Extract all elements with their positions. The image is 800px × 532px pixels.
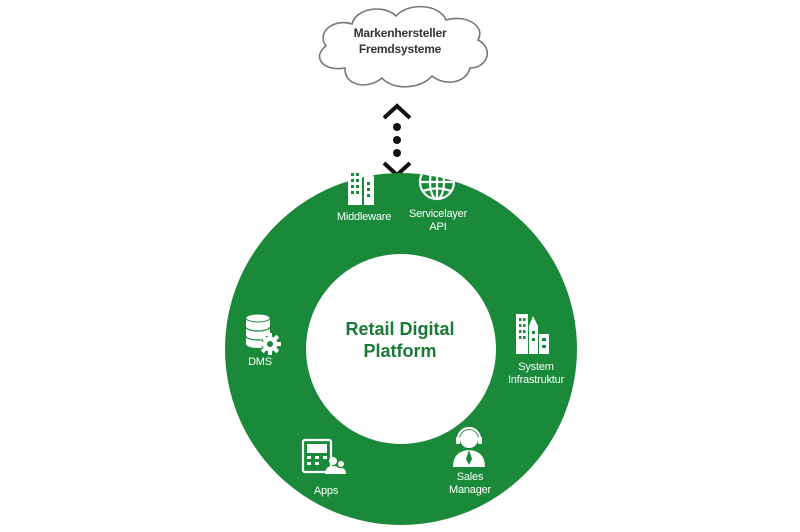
cloud-label: Markenhersteller Fremdsysteme — [330, 25, 470, 57]
database-gear-icon — [245, 313, 281, 355]
cloud-label-line: Fremdsysteme — [358, 42, 442, 56]
node-label-line: Middleware — [336, 211, 392, 223]
node-label-servicelayer: Servicelayer API — [400, 208, 476, 234]
cloud-shape — [318, 5, 489, 88]
platform-title: Retail Digital Platform — [320, 318, 480, 362]
node-label-line: Apps — [313, 485, 339, 497]
node-label-line: System — [518, 361, 554, 373]
cloud-label-line: Markenhersteller — [353, 26, 447, 40]
node-label-middleware: Middleware — [326, 211, 402, 224]
globe-icon — [418, 163, 456, 201]
buildings-icon — [516, 314, 549, 354]
platform-title-line: Platform — [363, 341, 437, 361]
node-label-sales: Sales Manager — [432, 471, 508, 497]
platform-title-line: Retail Digital — [345, 319, 455, 339]
bidirectional-connector — [382, 103, 412, 178]
node-label-line: Infrastruktur — [507, 374, 565, 386]
node-label-line: Servicelayer — [408, 208, 468, 220]
node-label-apps: Apps — [288, 485, 364, 498]
buildings-icon — [348, 169, 374, 205]
platform-core — [306, 254, 496, 444]
node-label-system: System Infrastruktur — [494, 361, 578, 387]
node-label-line: DMS — [248, 356, 272, 368]
node-label-dms: DMS — [228, 356, 292, 369]
node-label-line: Manager — [448, 484, 491, 496]
headset-person-icon — [453, 426, 485, 467]
phone-users-icon — [301, 438, 346, 474]
node-label-line: Sales — [456, 471, 484, 483]
node-label-line: API — [429, 221, 447, 233]
